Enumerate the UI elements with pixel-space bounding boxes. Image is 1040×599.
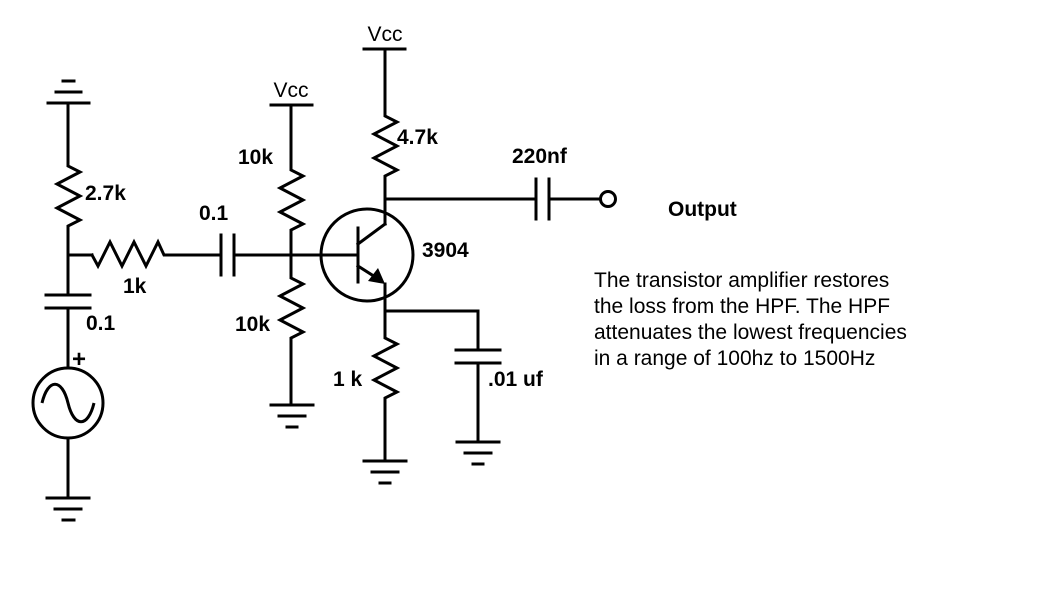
capacitor-input-0-1 — [44, 293, 92, 310]
resistor-bias-bottom-10k — [276, 253, 307, 407]
label-source-plus: + — [72, 346, 86, 373]
resistor-2-7k — [53, 150, 84, 242]
resistor-emitter-1k — [370, 334, 401, 463]
output-terminal — [599, 190, 617, 208]
emitter-ground-symbol — [362, 459, 408, 485]
ac-source — [31, 366, 105, 440]
label-c-coupling: 0.1 — [199, 202, 229, 225]
capacitor-emitter-01uf — [454, 348, 502, 365]
label-r-collector: 4.7k — [397, 126, 438, 149]
bottom-left-ground-symbol — [45, 496, 91, 522]
capacitor-output-220nf — [534, 177, 551, 221]
label-r-2-7k: 2.7k — [85, 182, 126, 205]
label-output: Output — [668, 198, 737, 221]
label-r-bias-bottom: 10k — [235, 313, 270, 336]
resistor-bias-top-10k — [276, 162, 307, 257]
description-note: The transistor amplifier restores the lo… — [594, 269, 907, 370]
resistor-1k — [89, 238, 180, 270]
label-vcc-base: Vcc — [273, 79, 308, 102]
label-r-emitter: 1 k — [333, 368, 363, 391]
top-left-ground-symbol — [46, 79, 91, 105]
label-c-input: 0.1 — [86, 312, 116, 335]
label-vcc-collector: Vcc — [367, 23, 402, 46]
bias-ground-symbol — [269, 403, 315, 429]
cap-ground-symbol — [455, 440, 501, 466]
label-c-emitter: .01 uf — [488, 368, 544, 391]
transistor-3904 — [319, 207, 415, 303]
label-c-output: 220nf — [512, 145, 568, 168]
capacitor-coupling-0-1 — [219, 233, 236, 277]
label-transistor: 3904 — [422, 239, 469, 262]
label-r-bias-top: 10k — [238, 146, 273, 169]
label-r-1k: 1k — [123, 275, 147, 298]
resistor-4-7k — [370, 108, 401, 226]
